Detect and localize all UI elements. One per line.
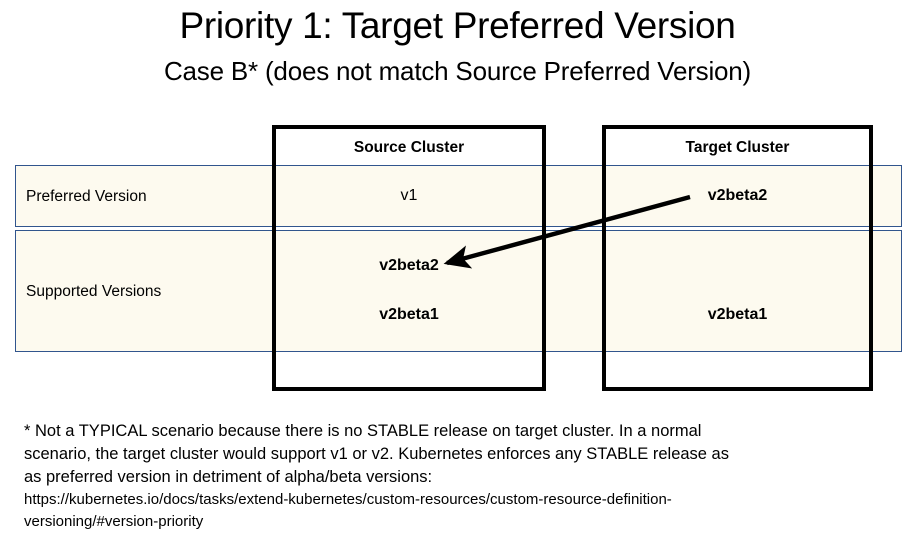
- cell-source-preferred-version: v1: [400, 187, 418, 204]
- footnote: * Not a TYPICAL scenario because there i…: [24, 420, 896, 533]
- cell-source-supported-version-1: v2beta2: [379, 257, 439, 274]
- row-label-supported-versions: Supported Versions: [26, 283, 162, 300]
- cell-target-preferred-version: v2beta2: [707, 187, 768, 204]
- footnote-line-2: scenario, the target cluster would suppo…: [24, 445, 729, 463]
- footnote-line-3: as preferred version in detriment of alp…: [24, 468, 433, 486]
- target-cluster-header: Target Cluster: [685, 139, 790, 156]
- source-cluster-header: Source Cluster: [353, 139, 465, 156]
- slide-title: Priority 1: Target Preferred Version: [179, 5, 736, 46]
- footnote-url-line-2[interactable]: versioning/#version-priority: [24, 513, 204, 530]
- cell-source-supported-version-2: v2beta1: [379, 306, 439, 323]
- row-label-preferred-version: Preferred Version: [26, 188, 147, 205]
- footnote-line-1: * Not a TYPICAL scenario because there i…: [24, 422, 702, 440]
- target-cluster-box: Target Cluster: [602, 125, 873, 391]
- slide-subtitle: Case B* (does not match Source Preferred…: [163, 56, 752, 86]
- cell-target-supported-version-1: v2beta1: [707, 306, 768, 323]
- footnote-url-line-1[interactable]: https://kubernetes.io/docs/tasks/extend-…: [24, 491, 672, 508]
